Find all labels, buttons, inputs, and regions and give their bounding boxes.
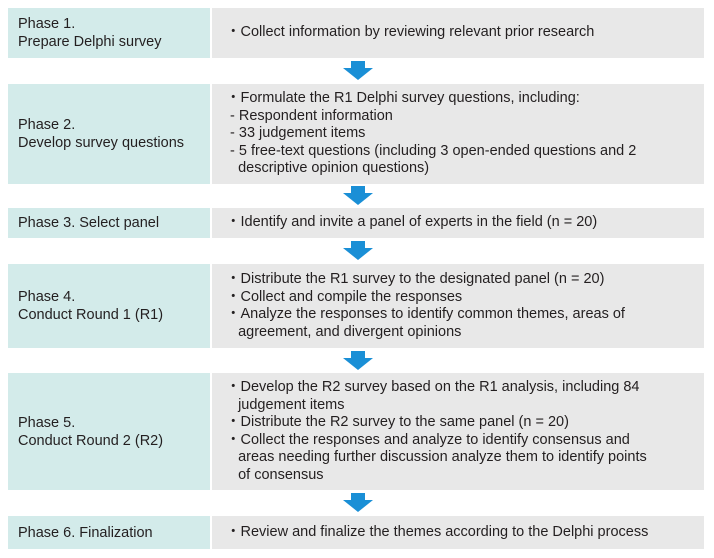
phase-1-title: Phase 1. Prepare Delphi survey	[8, 8, 210, 58]
phase-title-line: Phase 6. Finalization	[18, 524, 153, 541]
phase-4-details: ・Distribute the R1 survey to the designa…	[212, 264, 704, 348]
arrow-shape	[343, 61, 373, 80]
phase-2-title: Phase 2. Develop survey questions	[8, 84, 210, 184]
phase-6-details: ・Review and finalize the themes accordin…	[212, 516, 704, 549]
detail-line: ・Collect and compile the responses	[226, 288, 463, 305]
phase-3-row: Phase 3. Select panel ・Identify and invi…	[8, 208, 704, 238]
phase-title-line: Develop survey questions	[18, 135, 185, 151]
detail-line: ・Identify and invite a panel of experts …	[226, 214, 598, 231]
phase-title-line: Phase 3. Select panel	[18, 215, 160, 231]
detail-line: - 33 judgement items	[226, 125, 366, 142]
detail-line: ・Distribute the R1 survey to the designa…	[226, 271, 605, 287]
detail-line: ・Collect the responses and analyze to id…	[226, 431, 630, 448]
phase-3-details: ・Identify and invite a panel of experts …	[212, 208, 704, 238]
down-arrow-icon	[343, 493, 373, 512]
detail-line: ・Distribute the R2 survey to the same pa…	[226, 414, 569, 430]
phase-4-title: Phase 4. Conduct Round 1 (R1)	[8, 264, 210, 348]
down-arrow-icon	[343, 61, 373, 80]
phase-2-details: ・Formulate the R1 Delphi survey question…	[212, 84, 704, 184]
phase-title-line: Phase 4.	[18, 289, 76, 305]
phase-1-row: Phase 1. Prepare Delphi survey ・Collect …	[8, 8, 704, 58]
detail-line: - 5 free-text questions (including 3 ope…	[226, 142, 637, 159]
detail-line: ・Review and finalize the themes accordin…	[226, 523, 649, 540]
down-arrow-icon	[343, 186, 373, 205]
arrow-shape	[343, 351, 373, 370]
phase-title-line: Phase 2.	[18, 117, 76, 133]
detail-line: ・Analyze the responses to identify commo…	[226, 306, 625, 322]
detail-line: ・Formulate the R1 Delphi survey question…	[226, 90, 580, 107]
detail-line: - Respondent information	[226, 107, 393, 124]
phase-6-title: Phase 6. Finalization	[8, 516, 210, 549]
detail-line: judgement items	[226, 396, 345, 413]
phase-5-row: Phase 5. Conduct Round 2 (R2) ・Develop t…	[8, 373, 704, 490]
phase-5-title: Phase 5. Conduct Round 2 (R2)	[8, 373, 210, 490]
phase-6-row: Phase 6. Finalization ・Review and finali…	[8, 516, 704, 549]
phase-5-details: ・Develop the R2 survey based on the R1 a…	[212, 373, 704, 490]
detail-line: ・Collect information by reviewing releva…	[226, 24, 595, 41]
detail-line: areas needing further discussion analyze…	[226, 449, 647, 465]
down-arrow-icon	[343, 241, 373, 260]
phase-title-line: Conduct Round 2 (R2)	[18, 432, 164, 449]
phase-title-line: Conduct Round 1 (R1)	[18, 307, 164, 323]
phase-1-details: ・Collect information by reviewing releva…	[212, 8, 704, 58]
detail-line: descriptive opinion questions)	[226, 160, 430, 177]
detail-line: of consensus	[226, 466, 324, 483]
phase-title-line: Phase 1.	[18, 16, 76, 32]
detail-line: agreement, and divergent opinions	[226, 323, 462, 340]
phase-title-line: Prepare Delphi survey	[18, 34, 162, 50]
arrow-shape	[343, 493, 373, 512]
arrow-shape	[343, 186, 373, 205]
phase-title-line: Phase 5.	[18, 414, 76, 431]
detail-line: ・Develop the R2 survey based on the R1 a…	[226, 379, 640, 395]
arrow-shape	[343, 241, 373, 260]
phase-4-row: Phase 4. Conduct Round 1 (R1) ・Distribut…	[8, 264, 704, 348]
phase-2-row: Phase 2. Develop survey questions ・Formu…	[8, 84, 704, 184]
down-arrow-icon	[343, 351, 373, 370]
phase-3-title: Phase 3. Select panel	[8, 208, 210, 238]
